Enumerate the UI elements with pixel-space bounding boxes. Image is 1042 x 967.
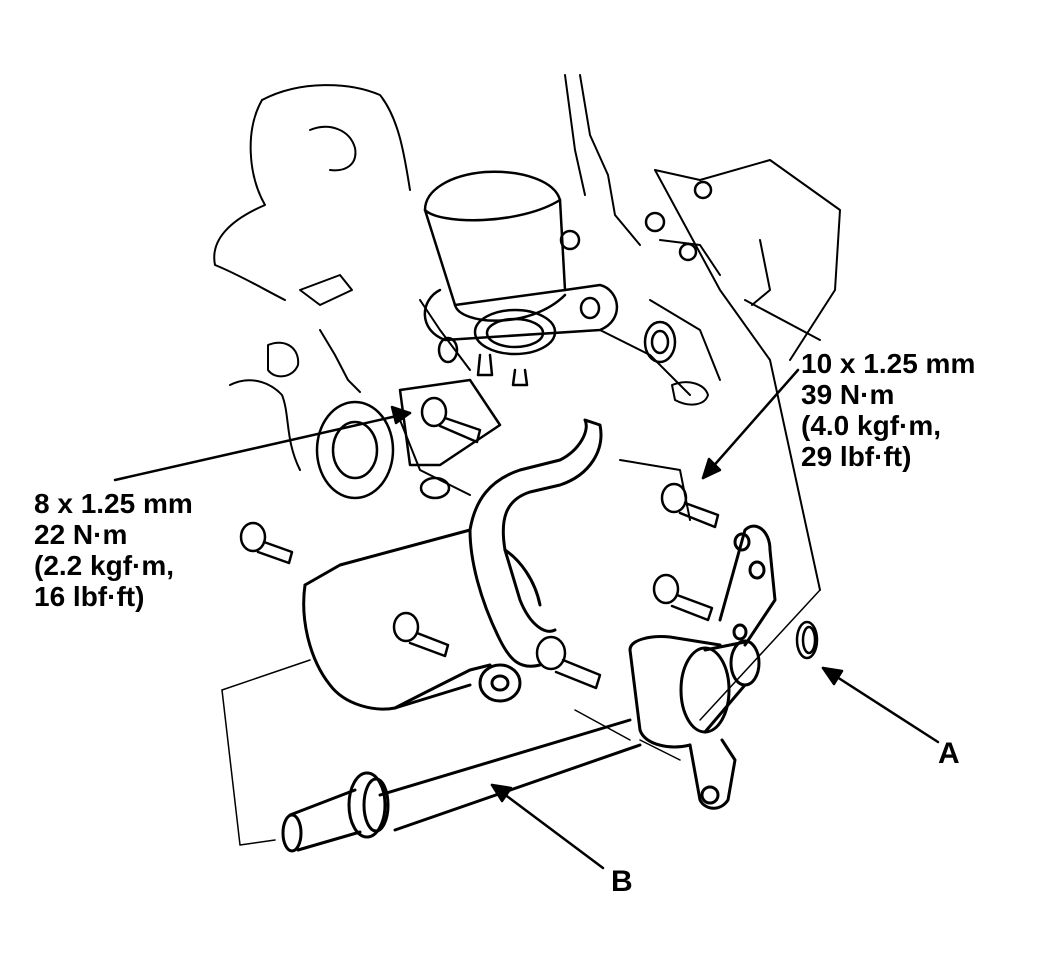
leader-line-left-callout xyxy=(113,405,412,482)
reference-frame-lines xyxy=(221,589,821,846)
intermediate-shaft-b xyxy=(281,718,642,853)
bolt-lower-center xyxy=(392,611,450,658)
torque-kgfm-label: (4.0 kgf·m, xyxy=(801,410,942,441)
torque-nm-label: 39 N·m xyxy=(801,379,895,410)
torque-lbfft-label: 16 lbf·ft) xyxy=(34,581,145,612)
bolt-left xyxy=(239,521,294,565)
shaft-bearing-housing xyxy=(628,524,777,810)
bolt-upper-left xyxy=(420,396,482,444)
engine-seal-boss xyxy=(315,378,502,500)
bolt-right-upper xyxy=(660,482,720,529)
arrow-to-snap-ring-a xyxy=(821,666,940,744)
pump-housing xyxy=(423,170,713,387)
arrow-to-shaft-b xyxy=(490,783,605,870)
bolt-lower-right xyxy=(535,635,602,690)
bolt-size-label: 8 x 1.25 mm xyxy=(34,488,193,519)
leader-line-right-callout xyxy=(701,368,800,480)
snap-ring-a xyxy=(795,620,819,660)
engine-block-outline xyxy=(213,74,841,591)
part-b-label: B xyxy=(611,865,633,898)
torque-spec-left: 8 x 1.25 mm 22 N·m (2.2 kgf·m, 16 lbf·ft… xyxy=(34,488,193,612)
bolt-right-middle xyxy=(652,573,714,622)
bearing-support-bracket xyxy=(302,418,603,711)
bolt-size-label: 10 x 1.25 mm xyxy=(801,348,976,379)
torque-nm-label: 22 N·m xyxy=(34,519,128,550)
torque-spec-right: 10 x 1.25 mm 39 N·m (4.0 kgf·m, 29 lbf·f… xyxy=(801,348,975,472)
part-a-label: A xyxy=(938,737,960,770)
torque-kgfm-label: (2.2 kgf·m, xyxy=(34,550,175,581)
torque-lbfft-label: 29 lbf·ft) xyxy=(801,441,912,472)
